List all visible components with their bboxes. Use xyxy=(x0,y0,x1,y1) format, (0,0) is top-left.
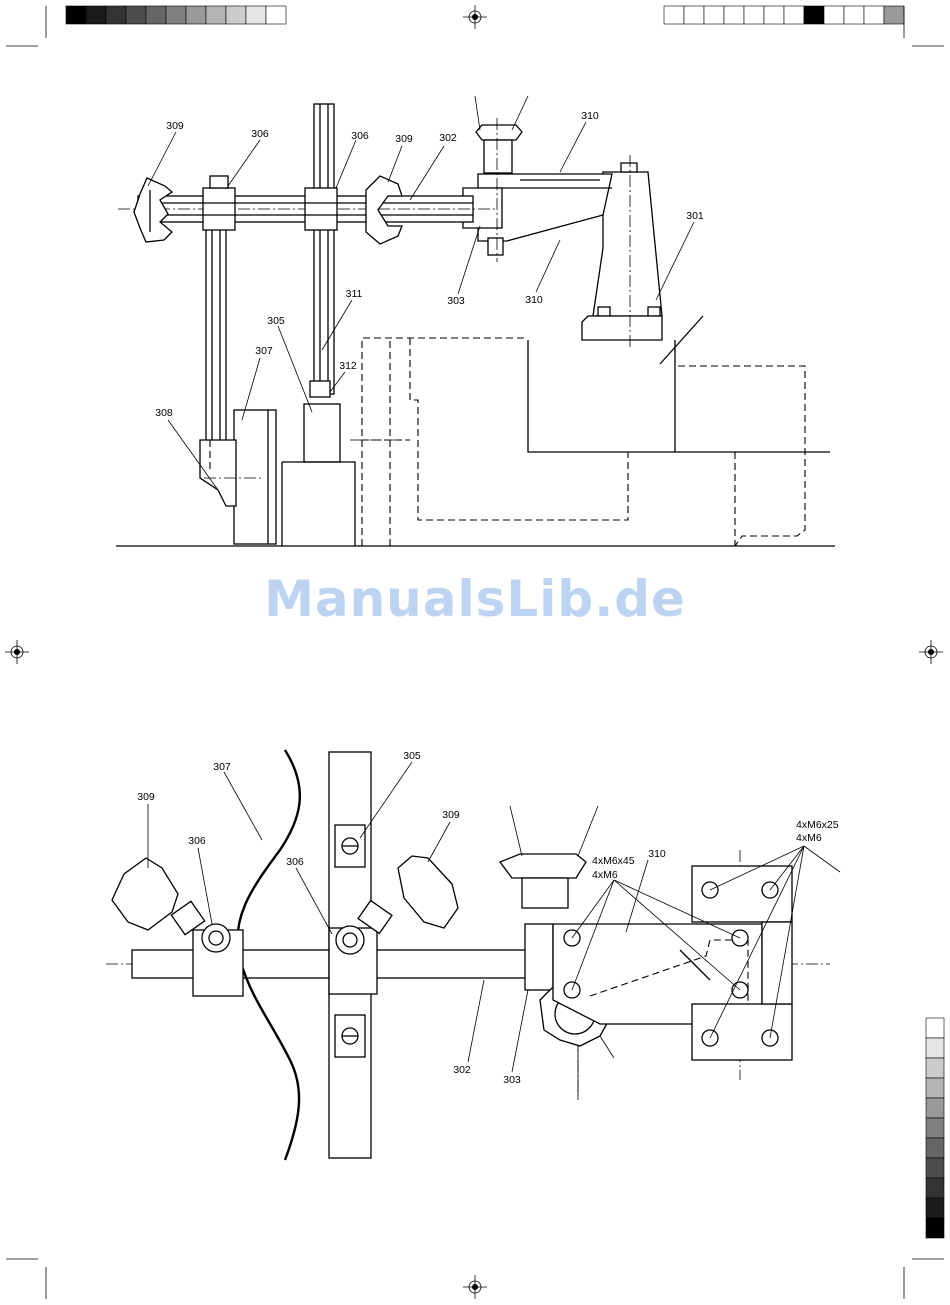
label-4xm6-a: 4xM6 xyxy=(592,869,618,881)
calibration-swatch xyxy=(926,1198,944,1218)
figure-side-view: 309 306 306 309 302 310 301 303 310 311 … xyxy=(116,96,835,546)
label-310-top: 310 xyxy=(581,110,599,122)
label-310-top: 310 xyxy=(648,848,666,860)
calibration-swatch xyxy=(246,6,266,24)
calibration-swatch xyxy=(926,1038,944,1058)
label-303: 303 xyxy=(447,295,465,307)
calibration-swatch xyxy=(804,6,824,24)
label-302: 302 xyxy=(439,132,457,144)
calibration-bar-right xyxy=(926,1018,944,1238)
label-306-right-top: 306 xyxy=(286,856,304,868)
label-311: 311 xyxy=(346,288,363,300)
label-303-top: 303 xyxy=(503,1074,521,1086)
label-4xm6-b: 4xM6 xyxy=(796,832,822,844)
holder-305 xyxy=(282,404,355,546)
calibration-swatch xyxy=(926,1018,944,1038)
label-305: 305 xyxy=(267,315,285,327)
calibration-swatch xyxy=(86,6,106,24)
calibration-swatch xyxy=(166,6,186,24)
label-4xm6x45: 4xM6x45 xyxy=(592,855,635,867)
calibration-swatch xyxy=(844,6,864,24)
workpiece-307 xyxy=(234,410,276,544)
label-306-left: 306 xyxy=(251,128,269,140)
calibration-swatch xyxy=(684,6,704,24)
calibration-swatch xyxy=(206,6,226,24)
calibration-swatch xyxy=(864,6,884,24)
label-306-left-top: 306 xyxy=(188,835,206,847)
label-307-top: 307 xyxy=(213,761,231,773)
calibration-swatch xyxy=(126,6,146,24)
registration-mark-top xyxy=(463,5,487,29)
label-305-top: 305 xyxy=(403,750,421,762)
label-310-bottom: 310 xyxy=(525,294,543,306)
calibration-swatch xyxy=(784,6,804,24)
calibration-bar-top-right xyxy=(664,6,904,24)
calibration-swatch xyxy=(664,6,684,24)
calibration-swatch xyxy=(926,1138,944,1158)
calibration-swatch xyxy=(764,6,784,24)
calibration-swatch xyxy=(884,6,904,24)
calibration-swatch xyxy=(926,1218,944,1238)
calibration-swatch xyxy=(146,6,166,24)
label-4xm6x25: 4xM6x25 xyxy=(796,819,839,831)
star-knob-309-left-top xyxy=(112,858,178,930)
calibration-swatch xyxy=(926,1098,944,1118)
machine-table xyxy=(528,316,830,452)
label-309-left-top: 309 xyxy=(137,791,155,803)
label-302-top: 302 xyxy=(453,1064,471,1076)
label-301: 301 xyxy=(686,210,704,222)
calibration-swatch xyxy=(926,1078,944,1098)
watermark-text: ManualsLib.de xyxy=(0,570,950,628)
label-309-right-top: 309 xyxy=(442,809,460,821)
star-knob-309-left xyxy=(134,178,172,242)
vertical-rod-left xyxy=(203,176,235,472)
label-309-right: 309 xyxy=(395,133,413,145)
calibration-swatch xyxy=(824,6,844,24)
label-308: 308 xyxy=(155,407,173,419)
registration-mark-bottom xyxy=(463,1275,487,1299)
label-306-right: 306 xyxy=(351,130,369,142)
label-307: 307 xyxy=(255,345,273,357)
machine-body-hidden xyxy=(350,338,805,546)
calibration-swatch xyxy=(926,1058,944,1078)
registration-mark-left xyxy=(5,640,29,664)
calibration-swatch xyxy=(704,6,724,24)
calibration-swatch xyxy=(926,1178,944,1198)
vertical-rod-311 xyxy=(305,104,337,397)
calibration-swatch xyxy=(106,6,126,24)
calibration-swatch xyxy=(186,6,206,24)
star-knob-309-right-top xyxy=(398,856,458,928)
calibration-bar-top-left xyxy=(66,6,286,24)
calibration-swatch xyxy=(226,6,246,24)
calibration-swatch xyxy=(66,6,86,24)
calibration-swatch xyxy=(744,6,764,24)
calibration-swatch xyxy=(926,1158,944,1178)
registration-mark-right xyxy=(919,640,943,664)
label-312: 312 xyxy=(339,360,357,372)
label-309-left: 309 xyxy=(166,120,184,132)
calibration-swatch xyxy=(724,6,744,24)
calibration-swatch xyxy=(266,6,286,24)
clamp-block-306-left xyxy=(171,901,243,996)
figure-top-view: 309 307 305 309 306 306 310 302 303 4xM6… xyxy=(106,750,840,1160)
calibration-swatch xyxy=(926,1118,944,1138)
